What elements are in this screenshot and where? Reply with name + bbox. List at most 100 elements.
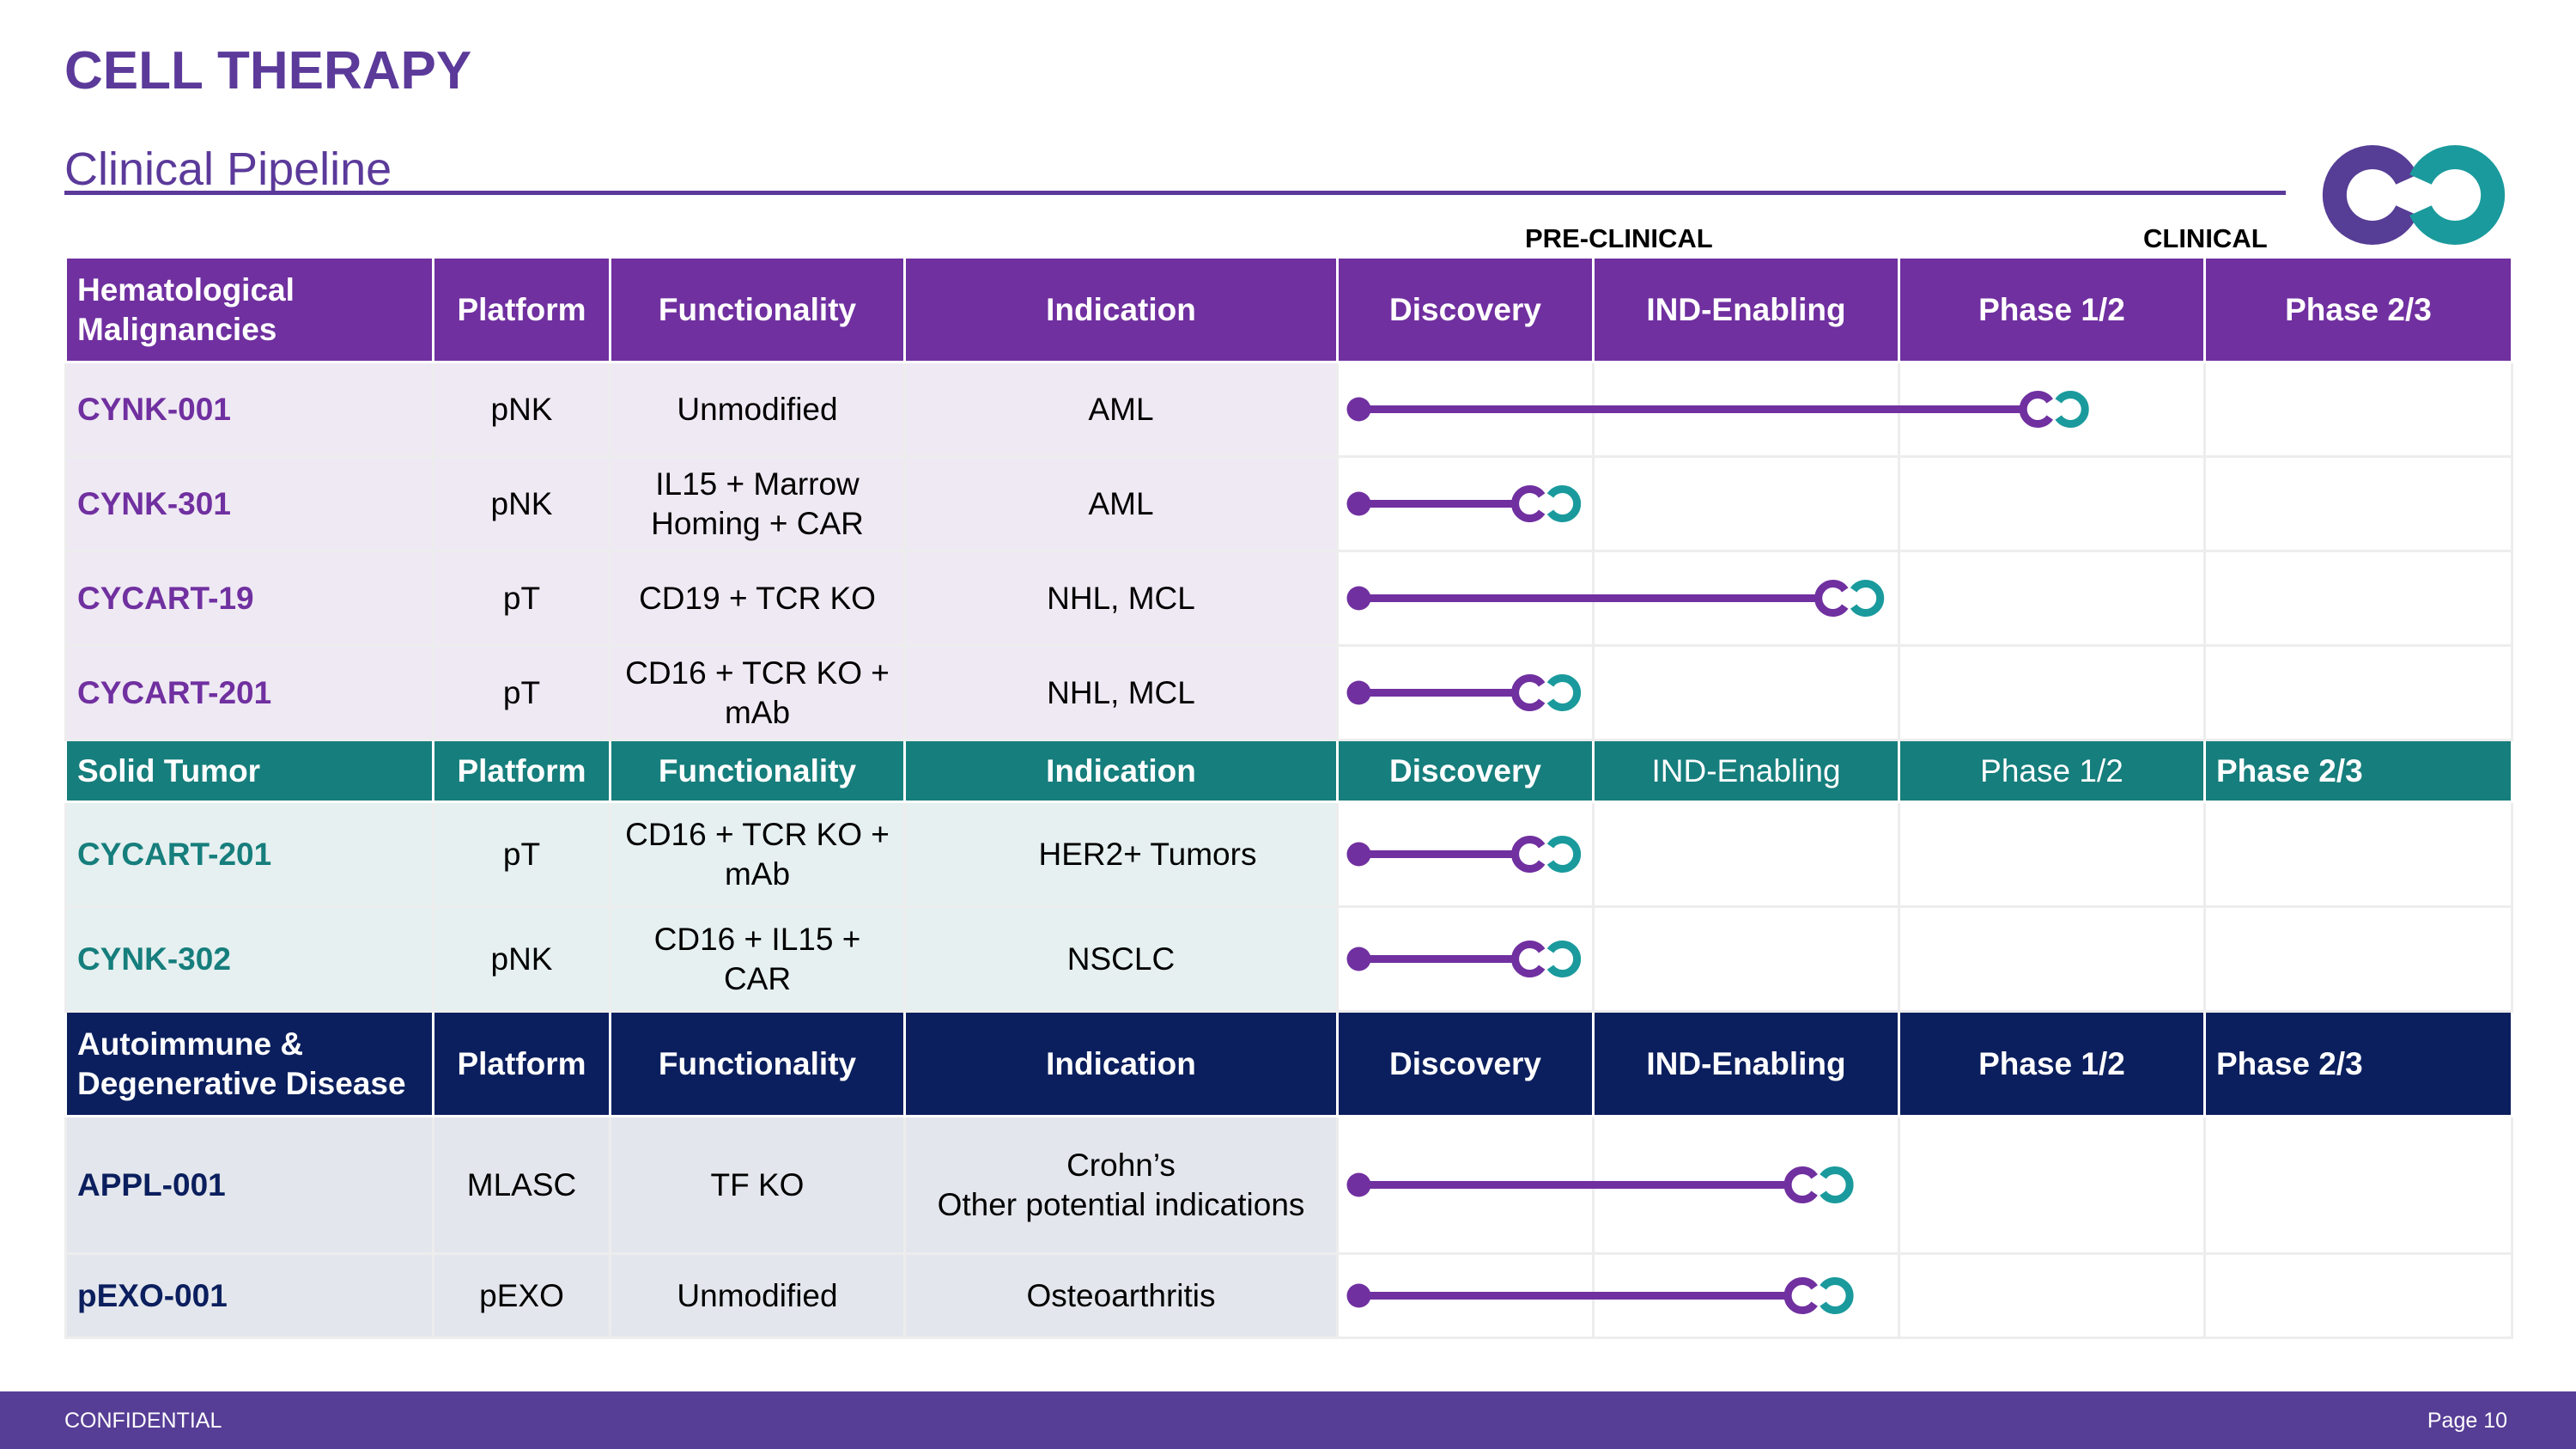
indication-cell: NHL, MCL: [903, 644, 1339, 741]
stage-cell: [1336, 550, 1595, 647]
stage-cell: [2203, 905, 2513, 1013]
column-header-phase-1-2: Phase 1/2: [1898, 256, 2206, 363]
column-header-discovery: Discovery: [1336, 256, 1595, 363]
stage-cell: [1898, 455, 2206, 552]
indication-cell: Crohn’s Other potential indications: [903, 1115, 1339, 1255]
page-number: Page 10: [2427, 1409, 2507, 1433]
stage-cell: [1592, 455, 1900, 552]
stage-cell: [2203, 1252, 2513, 1339]
stage-cell: [1336, 1115, 1595, 1255]
footer-bar: CONFIDENTIAL Page 10: [0, 1391, 2576, 1449]
stage-cell: [2203, 455, 2513, 552]
stage-cell: [1898, 801, 2206, 908]
platform-cell: pT: [432, 550, 611, 647]
functionality-cell: CD16 + TCR KO + mAb: [609, 801, 906, 908]
column-header-platform: Platform: [432, 256, 611, 363]
indication-cell: NHL, MCL: [903, 550, 1339, 647]
platform-cell: pEXO: [432, 1252, 611, 1339]
column-header-ind-enabling: IND-Enabling: [1592, 1010, 1900, 1117]
stage-cell: [1592, 1252, 1900, 1339]
stage-cell: [1336, 455, 1595, 552]
preclinical-label: PRE-CLINICAL: [1525, 223, 1713, 253]
stage-cell: [1592, 801, 1900, 908]
program-name: APPL-001: [64, 1115, 434, 1255]
indication-cell: HER2+ Tumors: [903, 801, 1339, 908]
subtitle-divider: [64, 191, 2286, 195]
program-name: CYNK-001: [64, 361, 434, 458]
stage-cell: [1592, 1115, 1900, 1255]
table-row: CYCART-19 pT CD19 + TCR KO NHL, MCL: [64, 550, 2513, 647]
column-header-platform: Platform: [432, 1010, 611, 1117]
stage-cell: [1592, 644, 1900, 741]
section-header-hematological: Hematological Malignancies Platform Func…: [64, 256, 2513, 363]
program-name: CYNK-302: [64, 905, 434, 1013]
stage-cell: [1336, 801, 1595, 908]
table-row: APPL-001 MLASC TF KO Crohn’s Other poten…: [64, 1115, 2513, 1255]
stage-cell: [2203, 644, 2513, 741]
program-name: CYCART-201: [64, 801, 434, 908]
table-row: CYNK-301 pNK IL15 + Marrow Homing + CAR …: [64, 455, 2513, 552]
column-header-functionality: Functionality: [609, 1010, 906, 1117]
indication-line: Other potential indications: [937, 1186, 1305, 1222]
confidential-label: CONFIDENTIAL: [64, 1409, 222, 1433]
column-header-ind-enabling: IND-Enabling: [1592, 739, 1900, 803]
table-row: CYNK-302 pNK CD16 + IL15 + CAR NSCLC: [64, 905, 2513, 1013]
stage-cell: [1898, 1115, 2206, 1255]
stage-cell: [1336, 1252, 1595, 1339]
table-row: CYCART-201 pT CD16 + TCR KO + mAb NHL, M…: [64, 644, 2513, 741]
stage-cell: [1592, 361, 1900, 458]
stage-cell: [1336, 361, 1595, 458]
stage-cell: [1336, 644, 1595, 741]
functionality-cell: CD16 + TCR KO + mAb: [609, 644, 906, 741]
program-name: CYCART-19: [64, 550, 434, 647]
stage-cell: [1898, 361, 2206, 458]
section-header-autoimmune: Autoimmune & Degenerative Disease Platfo…: [64, 1010, 2513, 1117]
program-name: pEXO-001: [64, 1252, 434, 1339]
column-header-discovery: Discovery: [1336, 739, 1595, 803]
table-row: CYNK-001 pNK Unmodified AML: [64, 361, 2513, 458]
section-title: Hematological Malignancies: [64, 256, 434, 363]
column-header-ind-enabling: IND-Enabling: [1592, 256, 1900, 363]
section-header-solid-tumor: Solid Tumor Platform Functionality Indic…: [64, 739, 2513, 803]
column-header-phase-2-3: Phase 2/3: [2203, 739, 2513, 803]
platform-cell: pT: [432, 801, 611, 908]
indication-cell: AML: [903, 455, 1339, 552]
page-title: CELL THERAPY: [64, 41, 472, 100]
platform-cell: MLASC: [432, 1115, 611, 1255]
indication-cell: NSCLC: [903, 905, 1339, 1013]
column-header-functionality: Functionality: [609, 739, 906, 803]
platform-cell: pNK: [432, 905, 611, 1013]
platform-cell: pNK: [432, 361, 611, 458]
program-name: CYCART-201: [64, 644, 434, 741]
indication-line: Crohn’s: [1066, 1148, 1176, 1184]
functionality-cell: IL15 + Marrow Homing + CAR: [609, 455, 906, 552]
infinity-logo-icon: [2322, 145, 2506, 245]
column-header-phase-2-3: Phase 2/3: [2203, 1010, 2513, 1117]
column-header-phase-2-3: Phase 2/3: [2203, 256, 2513, 363]
stage-cell: [2203, 801, 2513, 908]
stage-cell: [1336, 905, 1595, 1013]
indication-cell: Osteoarthritis: [903, 1252, 1339, 1339]
section-title: Solid Tumor: [64, 739, 434, 803]
platform-cell: pT: [432, 644, 611, 741]
table-row: CYCART-201 pT CD16 + TCR KO + mAb HER2+ …: [64, 801, 2513, 908]
section-title: Autoimmune & Degenerative Disease: [64, 1010, 434, 1117]
clinical-label: CLINICAL: [2143, 223, 2268, 253]
stage-cell: [2203, 361, 2513, 458]
column-header-discovery: Discovery: [1336, 1010, 1595, 1117]
column-header-indication: Indication: [903, 1010, 1339, 1117]
stage-cell: [1592, 550, 1900, 647]
functionality-cell: TF KO: [609, 1115, 906, 1255]
column-header-indication: Indication: [903, 256, 1339, 363]
functionality-cell: CD16 + IL15 + CAR: [609, 905, 906, 1013]
column-header-platform: Platform: [432, 739, 611, 803]
column-header-phase-1-2: Phase 1/2: [1898, 1010, 2206, 1117]
functionality-cell: CD19 + TCR KO: [609, 550, 906, 647]
stage-cell: [1592, 905, 1900, 1013]
stage-cell: [2203, 1115, 2513, 1255]
column-header-functionality: Functionality: [609, 256, 906, 363]
stage-cell: [1898, 905, 2206, 1013]
stage-cell: [1898, 550, 2206, 647]
pipeline-table: Hematological Malignancies Platform Func…: [64, 256, 2513, 1339]
table-row: pEXO-001 pEXO Unmodified Osteoarthritis: [64, 1252, 2513, 1339]
